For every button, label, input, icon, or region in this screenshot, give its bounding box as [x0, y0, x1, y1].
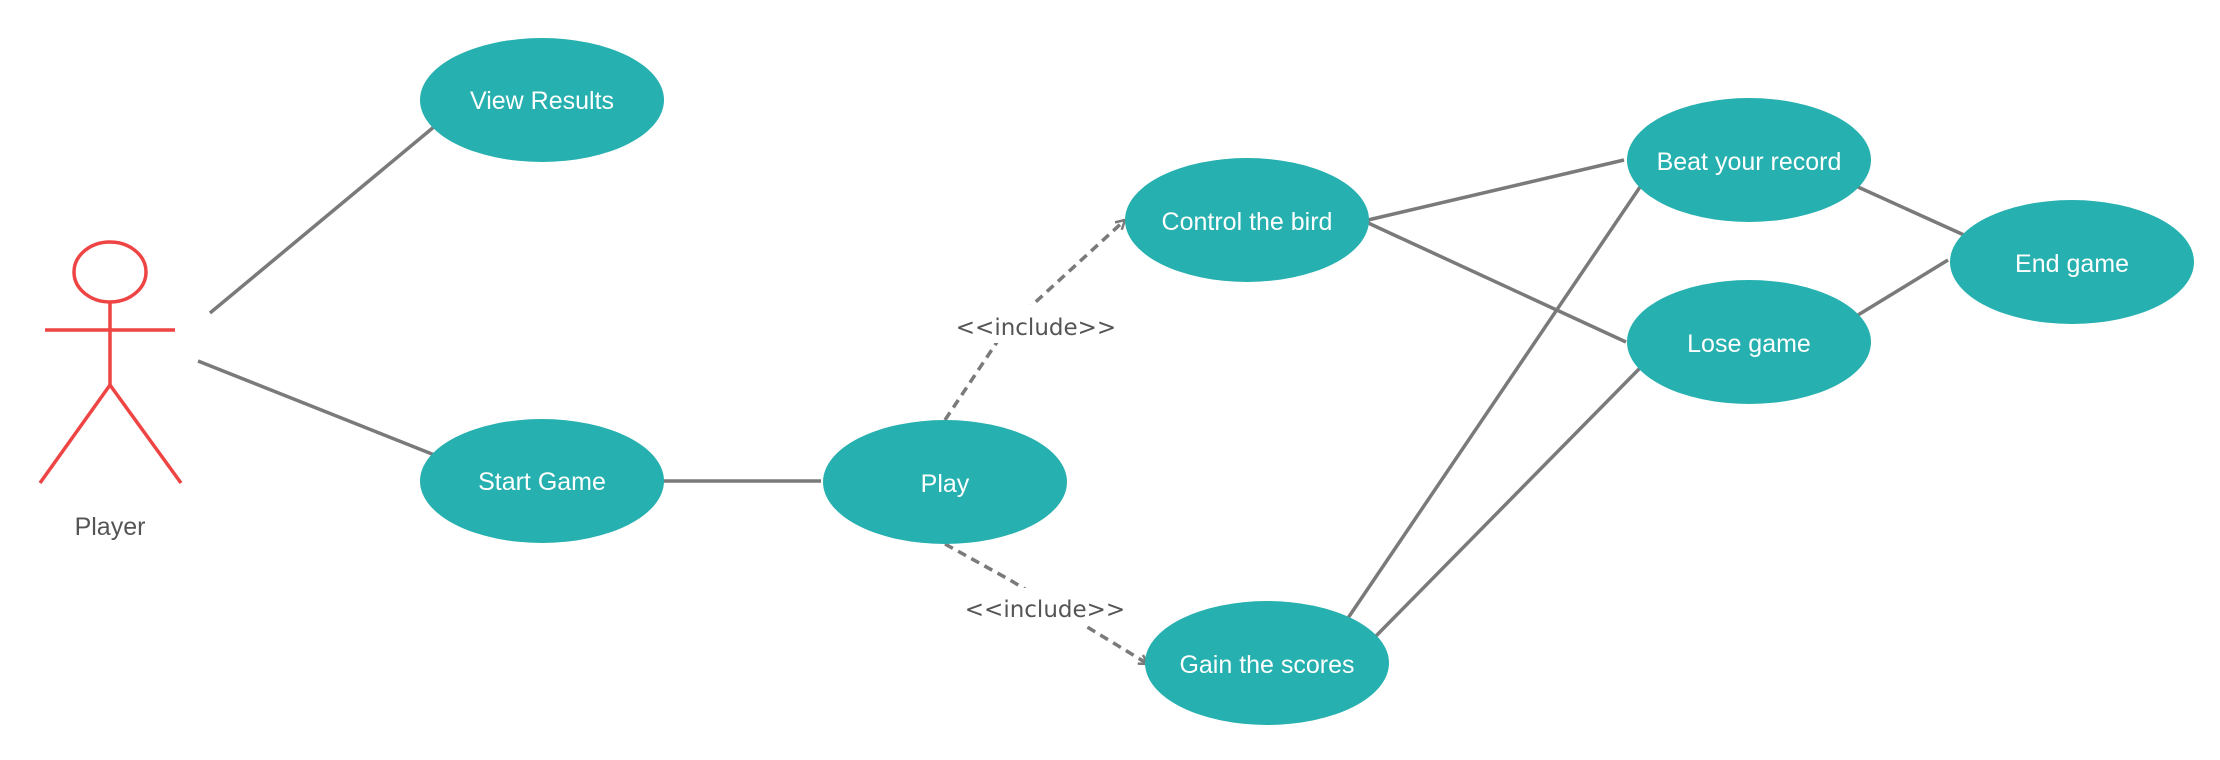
- usecase-label: Control the bird: [1162, 208, 1333, 236]
- stick-figure-icon: [38, 240, 183, 485]
- assoc-lose-end[interactable]: [1857, 258, 1949, 317]
- usecase-label: Beat your record: [1657, 148, 1842, 176]
- include-label-bg-control: [955, 305, 1115, 343]
- usecase-label: Gain the scores: [1179, 651, 1354, 679]
- assoc-control-beat[interactable]: [1367, 158, 1625, 222]
- usecase-play[interactable]: Play: [823, 420, 1067, 544]
- usecase-gain-scores[interactable]: Gain the scores: [1145, 601, 1389, 725]
- usecase-start-game[interactable]: Start Game: [420, 419, 664, 543]
- assoc-player-view-results[interactable]: [208, 124, 437, 315]
- usecase-label: Start Game: [478, 468, 606, 496]
- usecase-control-bird[interactable]: Control the bird: [1125, 158, 1369, 282]
- actor-label: Player: [75, 513, 146, 541]
- assoc-gain-beat[interactable]: [1344, 186, 1642, 622]
- usecase-lose-game[interactable]: Lose game: [1627, 280, 1871, 404]
- usecase-end-game[interactable]: End game: [1950, 200, 2194, 324]
- include-play-gain[interactable]: [944, 542, 1148, 666]
- include-label-bg-gain: [964, 588, 1124, 626]
- associations: [197, 124, 1965, 638]
- assoc-control-lose[interactable]: [1365, 220, 1627, 344]
- include-label-control: <<include>>: [956, 315, 1116, 341]
- usecase-view-results[interactable]: View Results: [420, 38, 664, 162]
- usecase-label: View Results: [470, 87, 614, 115]
- usecase-label: Lose game: [1687, 330, 1811, 358]
- assoc-gain-lose[interactable]: [1374, 366, 1642, 638]
- assoc-player-start-game[interactable]: [197, 359, 438, 458]
- usecase-label: Play: [921, 470, 970, 498]
- include-label-gain: <<include>>: [965, 597, 1125, 623]
- usecase-beat-record[interactable]: Beat your record: [1627, 98, 1871, 222]
- usecase-label: End game: [2015, 250, 2129, 278]
- actor-player[interactable]: [38, 240, 183, 485]
- assoc-beat-end[interactable]: [1857, 185, 1965, 237]
